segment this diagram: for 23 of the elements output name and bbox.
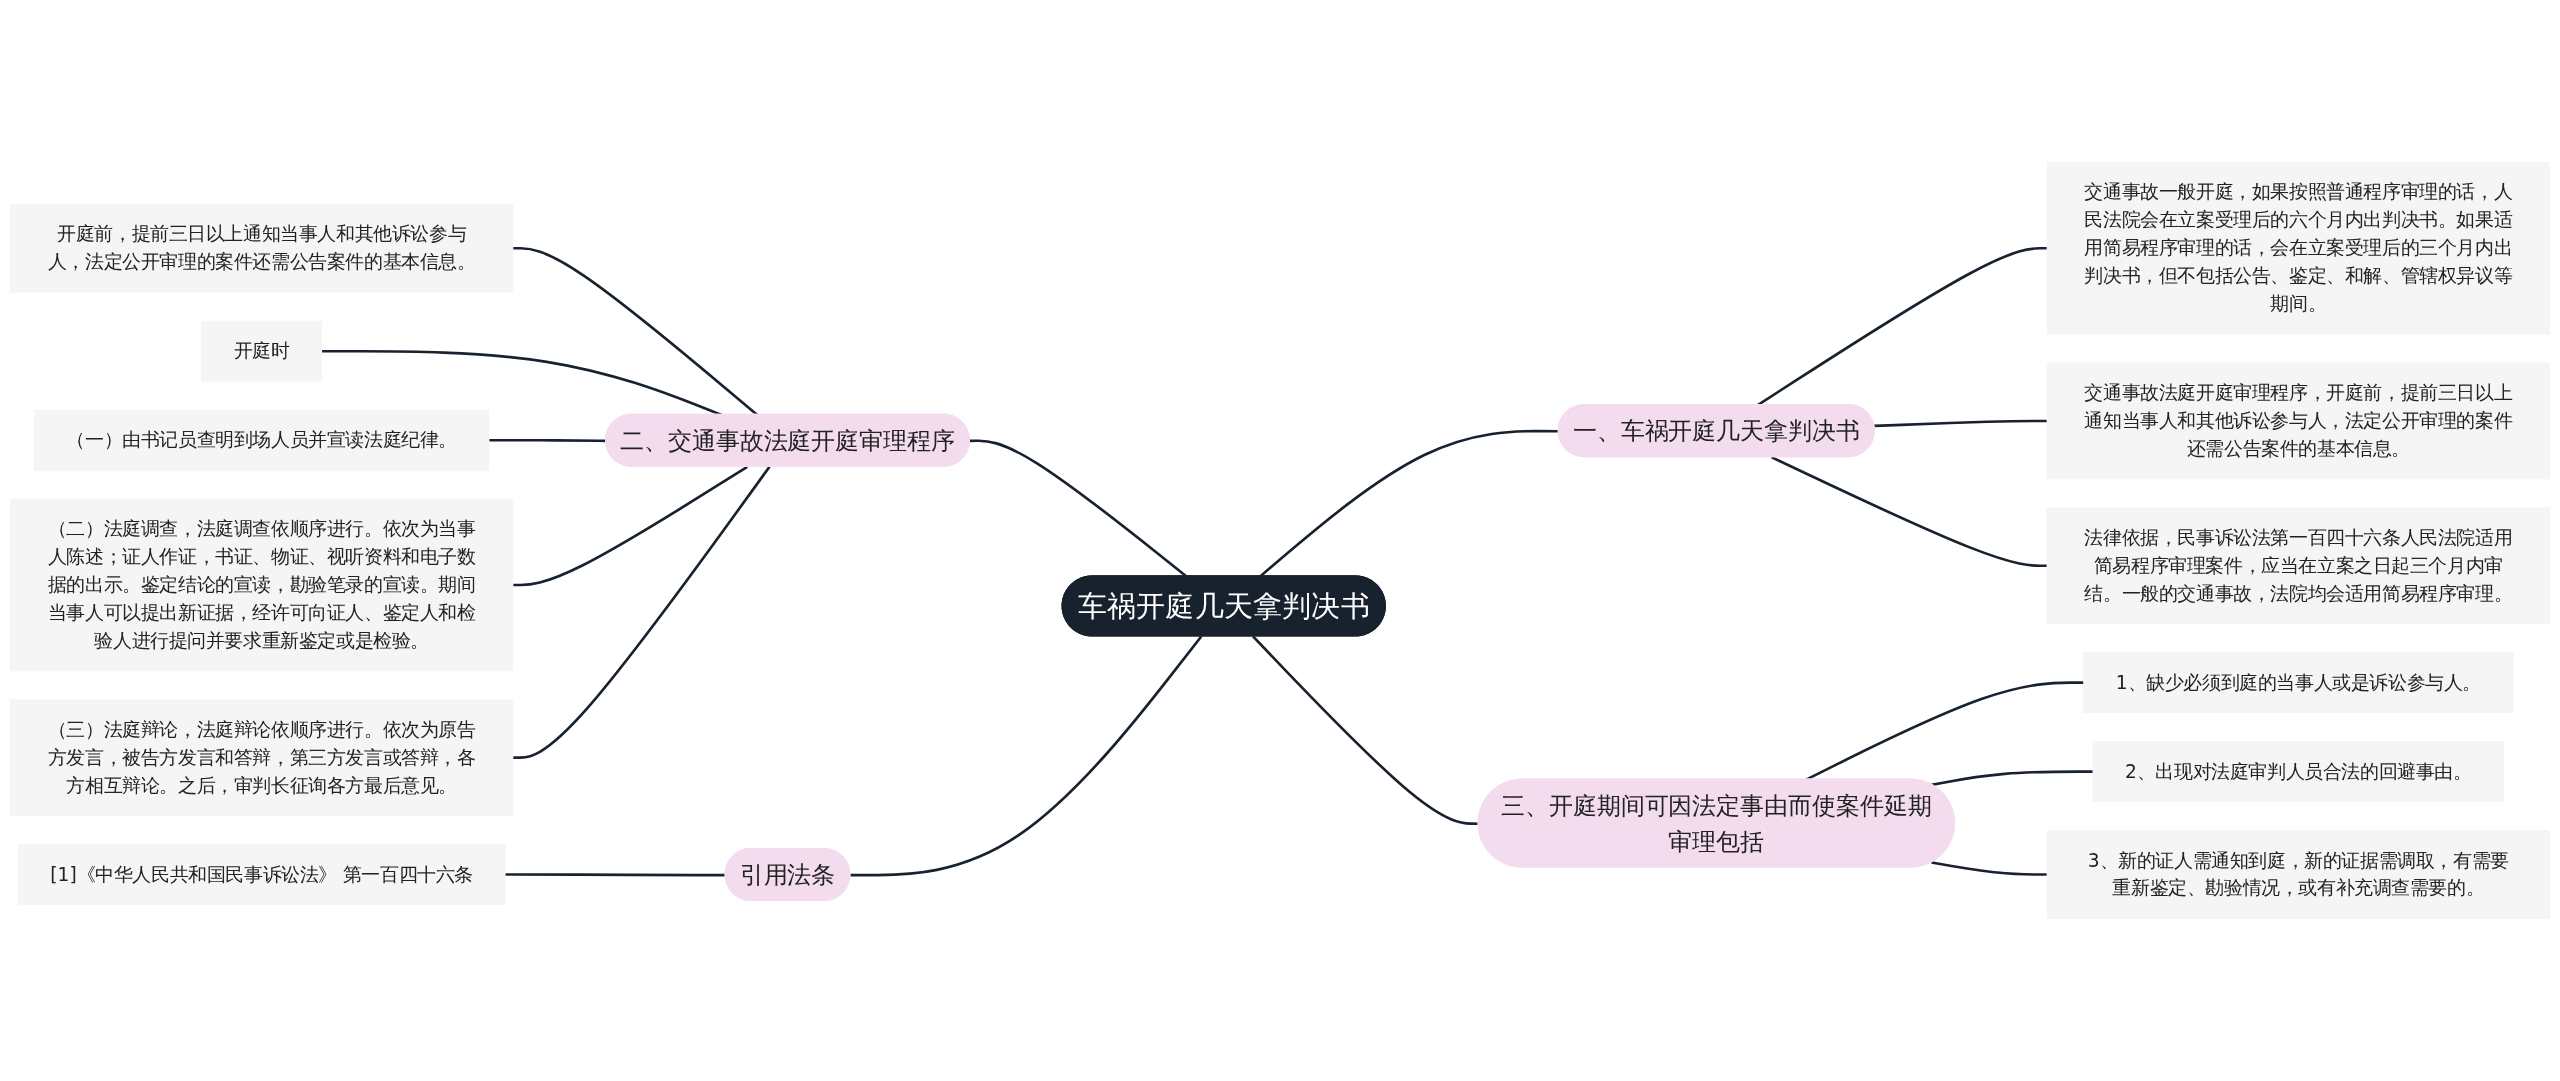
connector <box>1770 455 2048 568</box>
node-box: （二）法庭调查，法庭调查依顺序进行。依次为当事人陈述；证人作证，书证、物证、视听资料和电子数据的出示。鉴定结论的宣读，勘验笔录的宣读。期间当事人可以提出新证据，经许可向证人、鉴定人和检验人进行提问并要求重新鉴定或是检验。 <box>9 498 514 672</box>
node-box: 开庭时 <box>201 320 323 382</box>
connector <box>512 246 759 416</box>
connector <box>850 635 1203 877</box>
node-box: [1]《中华人民共和国民事诉讼法》 第一百四十六条 <box>17 844 506 906</box>
connector <box>1931 861 2048 876</box>
connector <box>512 465 748 587</box>
node-box: 法律依据，民事诉讼法第一百四十六条人民法院适用简易程序审理案件，应当在立案之日起三个月内审结。一般的交通事故，法院均会适用简易程序审理。 <box>2046 507 2551 625</box>
node-box: 交通事故法庭开庭审理程序，开庭前，提前三日以上通知当事人和其他诉讼参与人，法定公开审理的案件还需公告案件的基本信息。 <box>2046 362 2551 480</box>
connector <box>1931 770 2094 787</box>
node-box: 1、缺少必须到庭的当事人或是诉讼参与人。 <box>2083 652 2514 714</box>
node-box: （三）法庭辩论，法庭辩论依顺序进行。依次为原告方发言，被告方发言和答辩，第三方发言或答辩，各方相互辩论。之后，审判长征询各方最后意见。 <box>9 699 514 817</box>
node-box: （一）由书记员查明到场人员并宣读法庭纪律。 <box>33 409 490 471</box>
connector <box>1252 635 1479 826</box>
connector <box>969 439 1188 578</box>
node-box: 交通事故一般开庭，如果按照普通程序审理的话，人民法院会在立案受理后的六个月内出判决书。如果适用简易程序审理的话，会在立案受理后的三个月内出判决书，但不包括公告、鉴定、和解、管辖权异议等期间。 <box>2046 161 2551 335</box>
node-box: 3、新的证人需通知到庭，新的证据需调取，有需要重新鉴定、勘验情况，或有补充调查需要的。 <box>2046 830 2551 920</box>
connector <box>1874 419 2048 428</box>
node-box: 2、出现对法庭审判人员合法的回避事由。 <box>2092 741 2505 803</box>
connector <box>512 466 771 759</box>
node-box: 开庭前，提前三日以上通知当事人和其他诉讼参与人，法定公开审理的案件还需公告案件的基本信息。 <box>9 203 514 293</box>
connector <box>504 873 726 877</box>
